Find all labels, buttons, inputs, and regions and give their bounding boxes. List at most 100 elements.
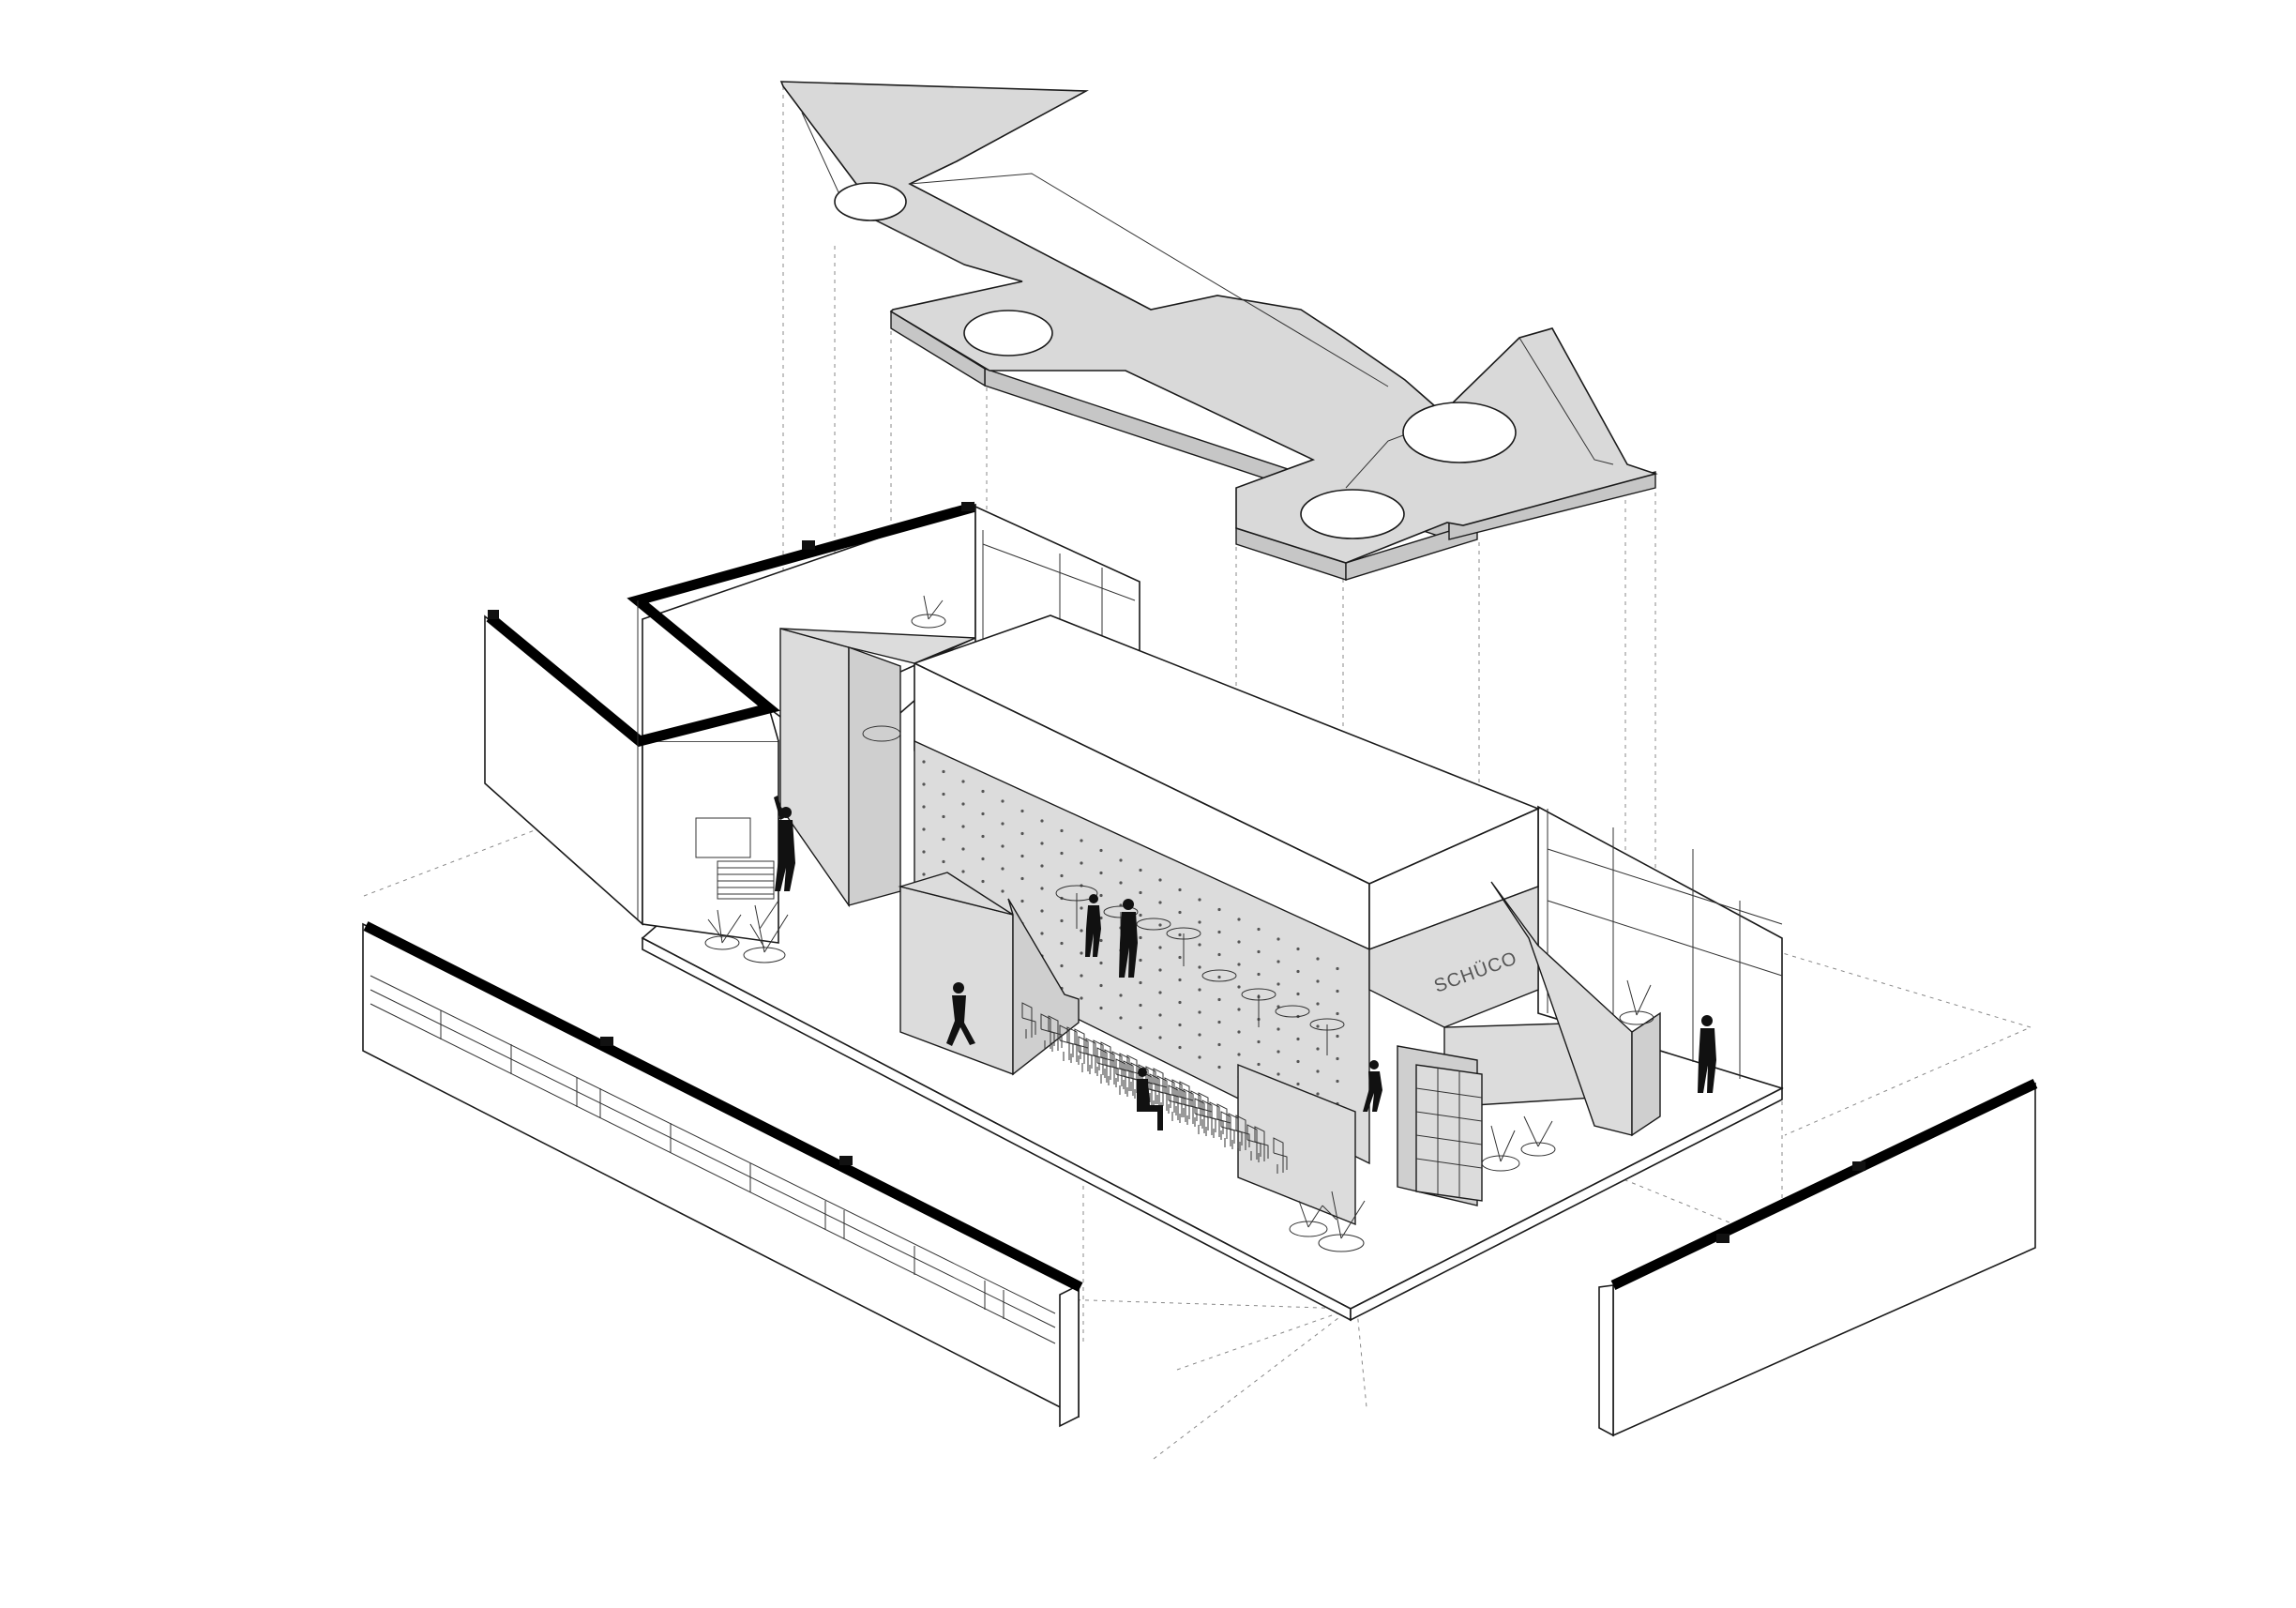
peg-dot [1276,1050,1280,1054]
peg-dot [961,802,965,806]
peg-dot [1158,878,1162,882]
chair [1209,1101,1224,1138]
peg-dot [1001,844,1004,848]
chair [1066,1026,1081,1063]
peg-dot [1198,1055,1201,1059]
chair [1059,1024,1074,1061]
peg-dot [1040,842,1044,845]
chair [1048,1015,1063,1052]
peg-dot [1158,1036,1162,1039]
peg-dot [1257,927,1261,932]
peg-dot [1336,1011,1339,1016]
peg-dot [1336,1056,1339,1061]
peg-dot [1336,966,1339,971]
peg-dot [1139,1025,1142,1030]
peg-dot [1158,1013,1162,1017]
peg-dot [922,872,926,876]
plant-icon [743,900,789,963]
shelving [1415,1068,1483,1198]
peg-dot [1001,822,1004,826]
skylight-opening [834,182,907,221]
chair [1235,1115,1250,1151]
peg-dot [922,782,926,786]
peg-dot [981,812,985,816]
peg-dot [1099,938,1103,943]
peg-dot [1099,916,1103,920]
peg-dot [1316,1024,1320,1028]
peg-dot [1316,1002,1320,1006]
plant-icon [1289,1200,1328,1237]
peg-dot [1336,1034,1339,1039]
person-figure [946,982,975,1046]
peg-dot [1257,972,1261,977]
peg-dot [1099,1006,1103,1010]
chair [1183,1088,1198,1125]
peg-dot [1316,1092,1320,1096]
peg-dot [1020,876,1024,881]
peg-dot [1336,1079,1339,1084]
peg-dot [1099,893,1103,898]
chair [1085,1038,1100,1074]
peg-dot [1139,913,1142,918]
peg-dot [1276,1027,1280,1031]
person-figure [1698,1015,1716,1093]
chair [1115,1058,1130,1095]
peg-dot [1198,920,1201,924]
peg-dot [1040,864,1044,868]
peg-dot [1316,1069,1320,1073]
peg-dot [1158,901,1162,904]
peg-dot [1178,955,1182,960]
peg-dot [1178,1023,1182,1027]
peg-dot [1217,997,1221,1002]
peg-dot [1316,957,1320,961]
peg-dot [961,847,965,851]
front-right-wall [1598,1079,2038,1437]
plants [704,595,1654,1252]
peg-dot [1080,906,1083,910]
peg-dot [1060,851,1064,856]
peg-dot [1080,861,1083,865]
peg-dot [1158,923,1162,927]
peg-dot [942,859,945,864]
peg-dot [1296,1037,1300,1041]
peg-dot [1001,889,1004,893]
peg-dot [1178,910,1182,915]
peg-dot [942,792,945,796]
peg-dot [1276,1072,1280,1076]
peg-dot [1217,930,1221,934]
peg-dot [1020,854,1024,858]
peg-dot [942,769,945,774]
peg-dot [1198,943,1201,947]
roof-plate [779,81,1658,581]
central-block [912,614,1541,951]
peg-dot [1316,979,1320,983]
peg-dot [1237,940,1241,944]
skylight-opening [1300,489,1405,539]
person-figure [1137,1068,1163,1130]
peg-dot [1237,963,1241,966]
peg-dot [922,827,926,831]
peg-dot [1257,1062,1261,1067]
chair [1156,1075,1171,1112]
seating-rows [1021,1002,1288,1174]
chair [1141,1071,1156,1108]
peg-dot [1139,935,1142,940]
peg-dot [1217,1020,1221,1024]
peg-dot [1198,965,1201,969]
peg-dot [1296,969,1300,974]
chair [1273,1137,1288,1174]
peg-dot [1257,1039,1261,1044]
peg-dot [1237,918,1241,921]
peg-dot [1217,952,1221,957]
front-left-building [362,921,1083,1428]
peg-dot [1237,1053,1241,1056]
plant-icon [911,595,946,629]
peg-dot [1060,873,1064,878]
peg-dot [1060,941,1064,946]
peg-dot [1099,871,1103,875]
peg-dot [1237,985,1241,989]
chair [1175,1086,1190,1123]
peg-dot [1276,982,1280,986]
